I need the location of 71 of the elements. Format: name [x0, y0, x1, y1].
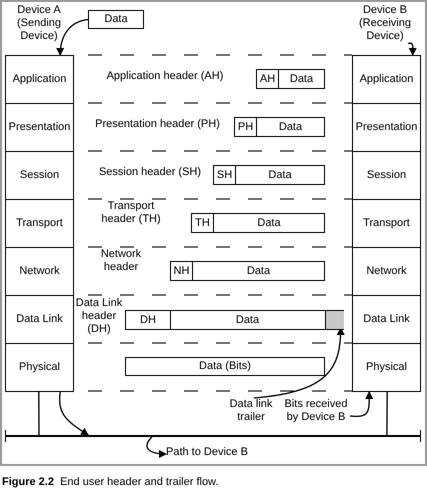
packet-box: [125, 310, 344, 330]
data-text: Data: [104, 12, 128, 28]
figure-caption: Figure 2.2 End user header and trailer flow.: [2, 475, 218, 490]
layer-cell: [5, 295, 74, 344]
packet-box: [191, 213, 325, 233]
layer-name: Session: [20, 168, 60, 182]
note-text: Path to Device B: [166, 446, 256, 459]
header-field: NH: [171, 262, 193, 280]
data-box: [125, 357, 325, 376]
layer-name: Data Link: [363, 312, 410, 326]
header-label: Application header (AH): [106, 70, 224, 83]
data-field: Data: [257, 118, 324, 136]
layer-name: Network: [366, 264, 407, 278]
data-field: Data: [214, 214, 324, 232]
layer-cell: [5, 247, 74, 296]
header-field: AH: [257, 70, 279, 88]
arrow: [56, 18, 88, 56]
connector-line: [386, 392, 388, 435]
layer-name: Network: [19, 264, 60, 278]
layer-cell: [5, 55, 74, 104]
header-field: SH: [214, 166, 236, 184]
connector-line: [38, 392, 40, 435]
packet-box: [256, 69, 325, 89]
header-label: Transport header (TH): [100, 200, 162, 226]
data-field: Data: [236, 166, 324, 184]
layer-name: Presentation: [356, 120, 418, 134]
header-label: Data Link header (DH): [74, 297, 124, 336]
layer-cell: [5, 103, 74, 152]
layer-cell: [352, 151, 421, 200]
header-label: Presentation header (PH): [94, 118, 221, 131]
header-label: Session header (SH): [98, 166, 202, 179]
device-label: Device A (Sending Device): [16, 4, 62, 43]
note-text: Device B (Receiving Device): [352, 4, 418, 43]
header-field: TH: [192, 214, 214, 232]
layer-cell: [5, 199, 74, 248]
layer-cell: [352, 103, 421, 152]
header-label: Network header: [100, 248, 142, 274]
path-line: [5, 435, 421, 437]
data-text: Data (Bits): [199, 359, 251, 374]
header-field: PH: [235, 118, 257, 136]
layer-cell: [352, 247, 421, 296]
data-box: [88, 10, 144, 29]
trailer-box: [325, 311, 344, 329]
layer-cell: [352, 199, 421, 248]
note-text: Data link trailer: [222, 398, 280, 424]
layer-name: Physical: [366, 360, 407, 374]
arrow: [350, 391, 374, 417]
data-field: Data: [171, 311, 324, 329]
layer-name: Application: [360, 72, 414, 86]
layer-name: Transport: [16, 216, 63, 230]
layer-name: Physical: [19, 360, 60, 374]
layer-cell: [5, 151, 74, 200]
layer-cell: [352, 295, 421, 344]
layer-name: Transport: [363, 216, 410, 230]
layer-name: Presentation: [8, 120, 70, 134]
note-text: Bits received by Device B: [282, 398, 350, 424]
data-field: Data: [193, 262, 324, 280]
layer-cell: [352, 343, 421, 392]
header-field: DH: [126, 311, 171, 329]
packet-box: [170, 261, 325, 281]
arrow: [59, 392, 90, 436]
layer-cell: [352, 55, 421, 104]
data-field: Data: [279, 70, 324, 88]
arrow: [408, 42, 417, 56]
layer-name: Session: [366, 168, 406, 182]
layer-name: Application: [12, 72, 66, 86]
layer-cell: [5, 343, 74, 392]
arrow: [146, 436, 167, 458]
layer-name: Data Link: [16, 312, 63, 326]
packet-box: [213, 165, 325, 185]
packet-box: [234, 117, 325, 137]
